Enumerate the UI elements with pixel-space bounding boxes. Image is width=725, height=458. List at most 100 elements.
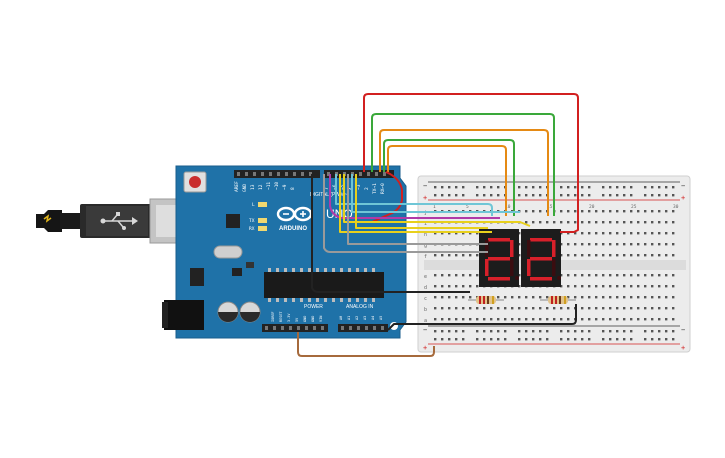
dc-power-jack[interactable] [164,300,204,330]
pin-label: 12 [258,184,264,190]
column-number: 5 [466,204,469,210]
power-pin-label: 3.3V [287,313,291,322]
rail-plus-label: + [681,344,685,352]
wire-yellow-3[interactable] [339,174,492,233]
l-led [258,202,267,207]
row-letter: f [424,254,427,260]
segment-d [530,277,552,281]
segment-f [485,240,489,257]
wire-yellow-2[interactable] [355,174,488,229]
rail-plus-label: + [681,194,685,202]
power-pin-label: RESET [279,311,283,322]
analog-pin-label: A4 [371,316,375,320]
wire-orange-outer[interactable] [379,129,549,216]
power-pin-label: 5V [295,317,299,322]
rx-pin-label: RX←0 [380,183,386,194]
pin-label: ~3 [356,184,362,190]
l-led-label: L [252,202,255,208]
gnd-label: GND [242,184,248,192]
column-number: 30 [673,204,679,210]
analog-pin-label: A5 [379,316,383,320]
segment-a [530,238,552,242]
row-letter: e [424,274,427,280]
usb-cable[interactable] [36,198,187,244]
column-number: 15 [547,204,553,210]
wire-gray-1[interactable] [347,174,488,245]
pin-label: ~11 [266,182,272,190]
wire-red-top[interactable] [363,93,579,233]
analog-header[interactable] [338,324,388,332]
pin-label: 2 [364,187,370,190]
usb-controller-chip [226,214,240,228]
segment-g [530,257,552,261]
row-letter: c [424,296,427,302]
row-letter: g [424,243,427,249]
rail-minus-label: − [681,182,685,190]
brand-label: ARDUINO [279,226,307,232]
rail-minus-label: − [681,326,685,334]
tx-led-label: TX [249,218,255,224]
analog-pin-label: A1 [347,316,351,320]
row-letter: a [424,318,427,324]
wire-gray-2[interactable] [323,174,488,253]
analog-label: ANALOG IN [346,304,374,310]
analog-pin-label: A2 [355,316,359,320]
capacitor [239,301,261,323]
segment-b [552,240,556,257]
seven-segment-display-right[interactable] [521,229,561,287]
atmega-chip [264,272,384,298]
segment-c [552,259,556,276]
analog-pin-label: A3 [363,316,367,320]
wire-black-bottom[interactable] [387,304,577,331]
wire-cyan-2[interactable] [351,174,520,213]
resistor-right[interactable] [540,296,576,304]
power-pin-label: GND [311,316,315,322]
segment-e [527,259,531,276]
pin-label: 8 [290,187,296,190]
wire-magenta[interactable] [329,174,500,219]
pin-label: 13 [250,184,256,190]
tx-led [258,218,267,223]
rx-led-label: RX [249,226,255,232]
seven-segment-display-left[interactable] [479,229,519,287]
wire-yellow-1[interactable] [343,174,531,227]
power-label: POWER [304,304,323,310]
crystal-oscillator [213,245,243,259]
reset-button[interactable] [183,171,207,193]
pin-label: ~9 [282,184,288,190]
wire-orange-inner[interactable] [387,145,507,216]
wire-brown[interactable] [297,332,435,357]
wire-green-inner[interactable] [383,139,515,216]
lightning-icon [43,214,52,223]
wire-black-top[interactable] [311,174,470,293]
column-number: 25 [631,204,637,210]
analog-pin-label: A0 [339,316,343,320]
voltage-regulator [190,268,204,286]
row-letter: h [424,232,427,238]
smd-part [246,262,254,268]
wire-green-outer[interactable] [371,113,555,216]
column-number: 1 [433,204,436,210]
power-header[interactable] [262,324,328,332]
segment-dp [557,276,561,280]
wires[interactable] [297,93,579,357]
resistor-left[interactable] [468,296,504,304]
column-number: 20 [589,204,595,210]
rail-minus-label: − [423,326,427,334]
wire-cyan[interactable] [335,174,493,216]
row-letter: i [424,221,427,227]
usb-icon [100,212,138,230]
small-chip [232,268,242,276]
segment-a [488,238,510,242]
segment-b [510,240,514,257]
pin-label: ~10 [274,182,280,190]
power-pin-label: IOREF [271,311,275,322]
tx-pin-label: TX→1 [372,183,378,194]
segment-d [488,277,510,281]
rail-plus-label: + [423,194,427,202]
rail-plus-label: + [423,344,427,352]
capacitor [217,301,239,323]
segment-dp [515,276,519,280]
